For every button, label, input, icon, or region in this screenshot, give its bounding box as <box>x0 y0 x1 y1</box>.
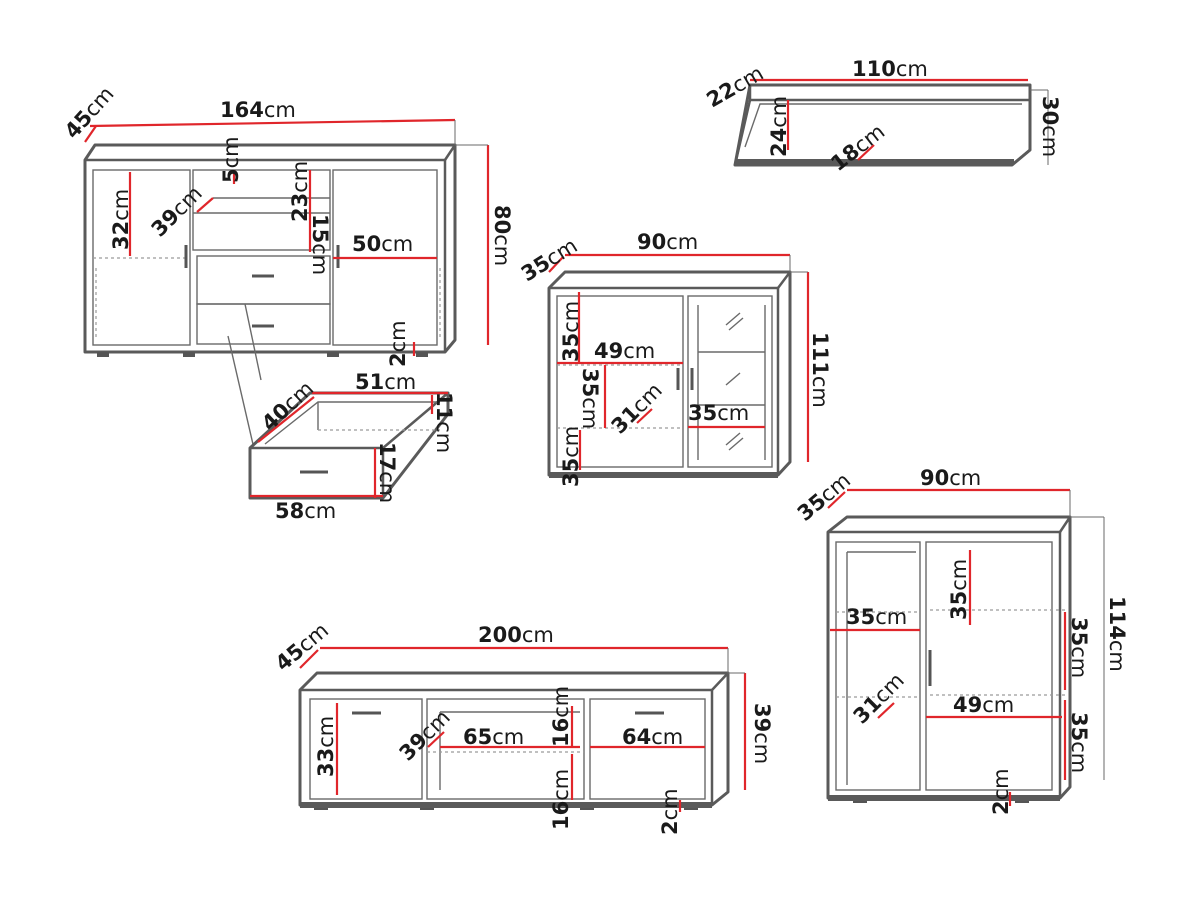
label-cabinet-tall-width: 90cm <box>920 466 981 490</box>
cabinet-tall-dimension-lines <box>827 488 1105 806</box>
label-tv-stand-width: 200cm <box>478 623 554 647</box>
label-tv-stand-center-upper-height: 16cm <box>549 686 573 747</box>
label-tv-stand-height: 39cm <box>750 703 774 764</box>
drawer-dimension-lines <box>250 391 448 498</box>
label-vitrine-small-inner-width: 49cm <box>594 339 655 363</box>
label-sideboard-drawer-front: 15cm <box>308 214 332 275</box>
label-sideboard-height: 80cm <box>490 205 514 266</box>
tv-stand-dimension-lines <box>299 646 747 812</box>
label-wall-shelf-height: 30cm <box>1038 96 1062 157</box>
label-vitrine-small-mid-compartment: 35cm <box>578 368 602 429</box>
label-wall-shelf-width: 110cm <box>852 57 928 81</box>
wall-shelf-dimension-lines <box>750 78 1049 165</box>
label-cabinet-tall-height: 114cm <box>1105 596 1129 672</box>
label-sideboard-leg-height: 2cm <box>386 320 410 367</box>
label-cabinet-tall-mid-compartment: 35cm <box>1067 617 1091 678</box>
sideboard-drawing <box>83 143 457 467</box>
label-cabinet-tall-bottom-compartment: 35cm <box>1067 712 1091 773</box>
cabinet-tall-drawing <box>826 515 1072 803</box>
label-vitrine-small-bottom-compartment: 35cm <box>559 426 583 487</box>
label-cabinet-tall-top-compartment: 35cm <box>947 559 971 620</box>
label-cabinet-tall-leg-height: 2cm <box>989 768 1013 815</box>
label-vitrine-small-top-compartment: 35cm <box>559 301 583 362</box>
label-tv-stand-center-lower-height: 16cm <box>549 769 573 830</box>
wall-shelf-drawing <box>733 83 1032 167</box>
label-drawer-front-width: 58cm <box>275 499 336 523</box>
drawer-drawing <box>248 391 450 500</box>
label-sideboard-niche-height: 23cm <box>288 161 312 222</box>
label-cabinet-tall-open-width: 35cm <box>846 605 907 629</box>
vitrine-small-dimension-lines <box>548 253 810 470</box>
label-drawer-inner-height: 11cm <box>432 392 456 453</box>
sideboard-dimension-lines <box>84 118 490 356</box>
label-drawer-inner-width: 51cm <box>355 370 416 394</box>
label-tv-stand-leg-height: 2cm <box>658 788 682 835</box>
label-sideboard-door-inner-height: 32cm <box>109 189 133 250</box>
label-wall-shelf-inner-height: 24cm <box>767 96 791 157</box>
label-tv-stand-side-inner-height: 33cm <box>314 716 338 777</box>
tv-stand-drawing <box>298 671 730 810</box>
label-vitrine-small-width: 90cm <box>637 230 698 254</box>
label-cabinet-tall-inner-width: 49cm <box>953 693 1014 717</box>
label-sideboard-top-shelf: 5cm <box>219 136 243 183</box>
vitrine-small-drawing <box>547 270 792 478</box>
label-tv-stand-right-width: 64cm <box>622 725 683 749</box>
label-vitrine-small-glass-width: 35cm <box>688 401 749 425</box>
label-tv-stand-center-width: 65cm <box>463 725 524 749</box>
label-drawer-front-height: 17cm <box>375 442 399 503</box>
label-vitrine-small-height: 111cm <box>808 332 832 408</box>
label-sideboard-width: 164cm <box>220 98 296 122</box>
label-sideboard-door-width: 50cm <box>352 232 413 256</box>
